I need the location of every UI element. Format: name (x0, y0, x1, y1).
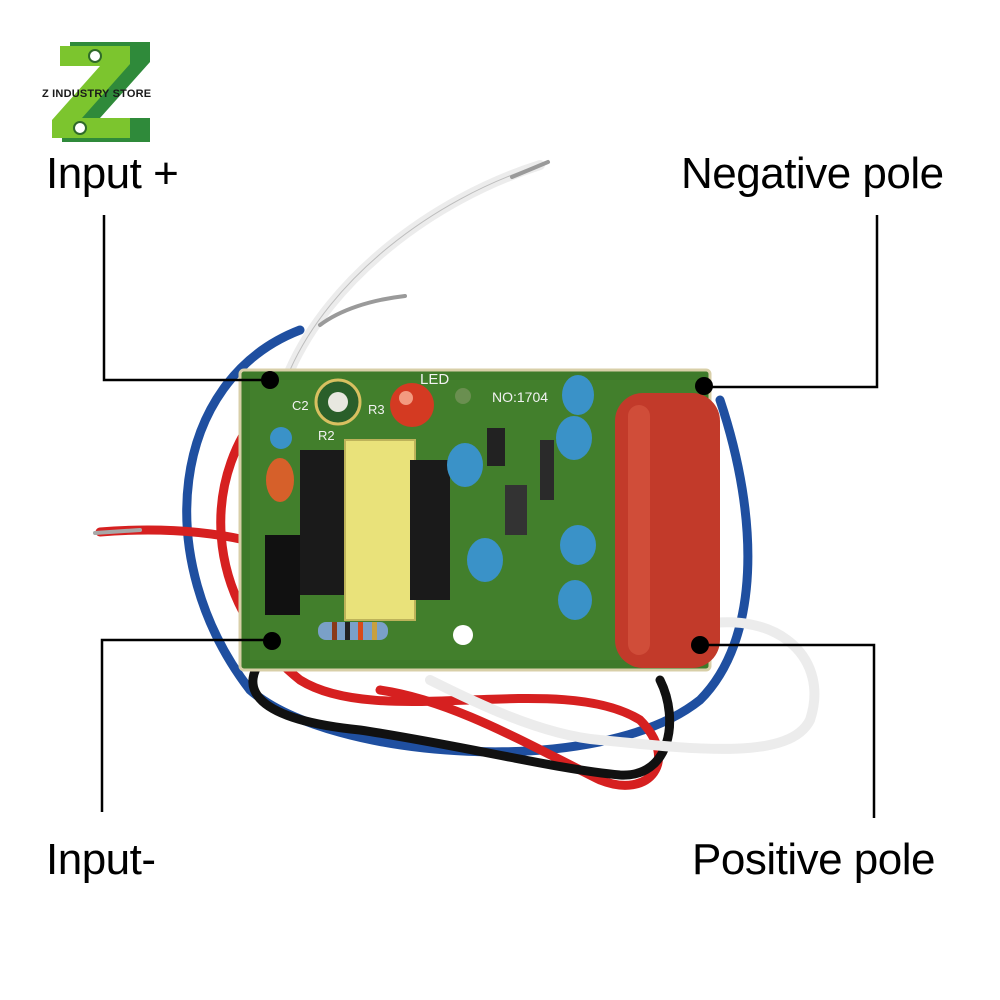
label-input-minus: Input- (46, 835, 156, 884)
wires (93, 160, 820, 790)
blue-wire (182, 325, 753, 757)
pcb-r3-text: R3 (368, 402, 385, 417)
pcb-model-text: NO:1704 (492, 389, 548, 405)
pcb: NO:1704 LED C2 R2 R3 (238, 368, 720, 672)
resistor (318, 622, 388, 640)
callout-line-input-plus (102, 215, 268, 382)
transformer-coil (344, 439, 416, 621)
dot-input-plus (261, 371, 279, 389)
red-wire-tip (93, 528, 142, 535)
red-wire (216, 395, 663, 790)
store-logo-text: Z INDUSTRY STORE (42, 88, 152, 100)
callout-dots (261, 371, 713, 654)
callout-line-positive-pole (700, 643, 876, 818)
white-wire-tip (510, 160, 550, 179)
mounting-hole (453, 625, 473, 645)
led (390, 383, 434, 427)
ceramic-capacitor (562, 375, 594, 415)
pcb-c2-text: C2 (292, 398, 309, 413)
white-wire-lead (318, 294, 407, 327)
dot-input-minus (263, 632, 281, 650)
ic-chip (265, 535, 300, 615)
pcb-led-text: LED (420, 371, 449, 388)
pcb-r2-text: R2 (318, 428, 335, 443)
label-positive-pole: Positive pole (692, 835, 935, 884)
white-wire-outline (289, 164, 541, 371)
label-negative-pole: Negative pole (681, 149, 944, 198)
callout-line-input-minus (100, 638, 270, 812)
callouts (100, 215, 879, 818)
callout-line-negative-pole (705, 215, 879, 389)
label-input-plus: Input + (46, 149, 179, 198)
white-wire (285, 160, 545, 375)
store-logo-icon (52, 42, 150, 142)
black-wire (248, 645, 675, 780)
dot-positive-pole (691, 636, 709, 654)
dot-negative-pole (695, 377, 713, 395)
